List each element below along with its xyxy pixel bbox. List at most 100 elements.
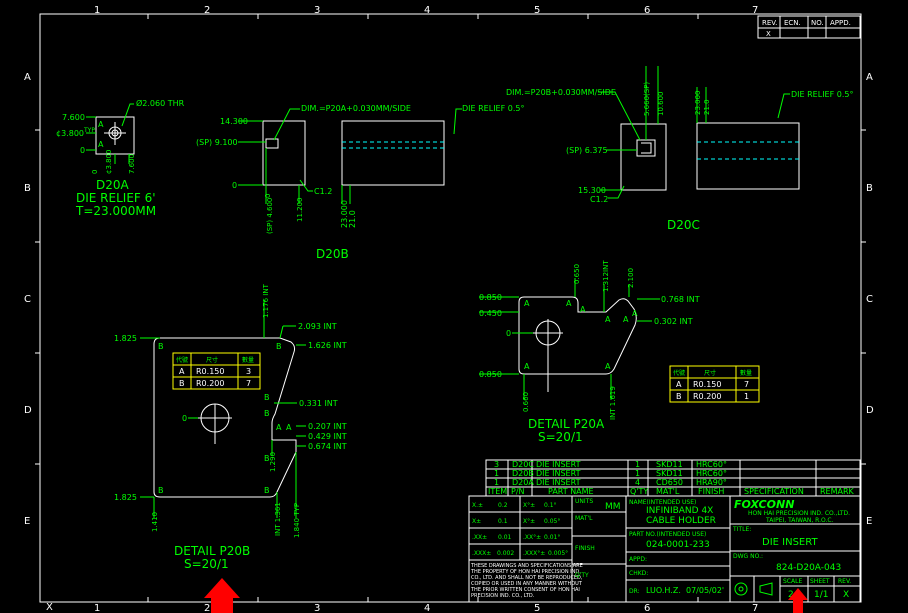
ecn-header: ECN. bbox=[784, 19, 801, 27]
p20b-label-b7: B bbox=[264, 486, 270, 495]
qty-label: Q'TY bbox=[575, 572, 589, 579]
tol-x-v: 0.2 bbox=[498, 502, 508, 509]
bom-h-matl: MAT'L bbox=[656, 487, 680, 496]
name-label: NAME(INTENDED USE) bbox=[629, 499, 696, 506]
rt20a-h2: 數量 bbox=[740, 369, 752, 377]
d20c-dim-6375: (SP) 6.375 bbox=[566, 146, 608, 155]
d20a-note1: DIE RELIEF 6' bbox=[76, 191, 156, 205]
scale-label: SCALE bbox=[783, 578, 802, 585]
p20a-dim-0650-top: 0.650 bbox=[573, 264, 581, 284]
p20a-dim-zero: 0 bbox=[506, 329, 511, 338]
company-line1: HON HAI PRECISION IND. CO.,LTD. bbox=[748, 510, 850, 517]
rt20b-h1: 尺寸 bbox=[206, 356, 218, 364]
dr-date: 07/05/02' bbox=[686, 586, 724, 595]
p20a-dim-2100: 2.100 bbox=[627, 268, 635, 288]
bom-r0-name: DIE INSERT bbox=[536, 460, 581, 469]
bom-r2-matl: CD650 bbox=[656, 478, 683, 487]
foxconn-logo: FOXCONN bbox=[734, 498, 794, 511]
rt20a-r0c1: R0.150 bbox=[693, 380, 721, 389]
bom-h-name: PART NAME bbox=[548, 487, 594, 496]
zone-col-1-bottom: 1 bbox=[94, 603, 100, 613]
p20b-title: DETAIL P20B bbox=[174, 544, 250, 558]
d20b-dim-11200: 11.200 bbox=[296, 198, 304, 223]
radius-table-p20a: 代號 尺寸 數量 A R0.150 7 B R0.200 1 bbox=[669, 365, 760, 403]
p20b-label-a2: A bbox=[286, 423, 292, 432]
ang-xxxx: .XXX°± bbox=[523, 550, 545, 557]
tol-xxx: .XX± bbox=[472, 534, 487, 541]
p20b-dim-1626: 1.626 INT bbox=[308, 341, 347, 350]
zone-col-2-bottom: 2 bbox=[204, 603, 210, 613]
d20b-dim-14300: 14.300 bbox=[220, 117, 248, 126]
p20a-label-a1: A bbox=[524, 299, 530, 308]
bom-h-qty: Q'TY bbox=[630, 487, 648, 496]
ang-xxx-v: 0.01° bbox=[544, 534, 560, 541]
rt20b-r0c0: A bbox=[179, 367, 185, 376]
radius-table-p20b: 代號 尺寸 數量 A R0.150 3 B R0.200 7 bbox=[172, 352, 261, 390]
p20a-label-a7: A bbox=[605, 362, 611, 371]
d20b-dim-210: 21.0 bbox=[348, 210, 357, 228]
proprietary-notice: THESE DRAWINGS AND SPECIFICATIONS ARE TH… bbox=[470, 563, 584, 599]
rt20a-r1c0: B bbox=[676, 392, 682, 401]
zone-col-6-bottom: 6 bbox=[644, 603, 650, 613]
d20a-dim-zero: 0 bbox=[80, 146, 85, 155]
zone-col-6: 6 bbox=[644, 5, 650, 16]
bom-r1-name: DIE INSERT bbox=[536, 469, 581, 478]
p20b-dim-1840: 1.840 TYP bbox=[293, 503, 301, 538]
rev-header: REV. bbox=[762, 19, 777, 27]
zone-col-3-bottom: 3 bbox=[314, 603, 320, 613]
drawing-title: DIE INSERT bbox=[762, 537, 818, 548]
p20b-label-b1: B bbox=[158, 342, 164, 351]
bom-r2-pn: D20A bbox=[512, 478, 534, 487]
bom-h-remark: REMARK bbox=[820, 487, 855, 496]
rt20b-r1c0: B bbox=[179, 379, 185, 388]
p20b-label-a1: A bbox=[276, 423, 282, 432]
dwg-number: 824-D20A-043 bbox=[776, 563, 841, 573]
part-no: 024-0001-233 bbox=[646, 540, 710, 550]
units-value: MM bbox=[605, 502, 621, 512]
bom-r0-item: 3 bbox=[494, 460, 499, 469]
projection-symbol-icon bbox=[734, 582, 773, 596]
bom-r1-pn: D20B bbox=[512, 469, 534, 478]
bom-r0-qty: 1 bbox=[635, 460, 640, 469]
p20b-dim-0429: 0.429 INT bbox=[308, 432, 347, 441]
finish-label: FINISH bbox=[575, 545, 595, 552]
d20c-dim-23000: 23.000 bbox=[694, 91, 702, 116]
d20b-dim-9100: (SP) 9.100 bbox=[196, 138, 238, 147]
zone-row-a: A bbox=[24, 72, 31, 83]
appd-label: APPD: bbox=[629, 556, 647, 563]
d20b-dim-zero: 0 bbox=[232, 181, 237, 190]
p20a-dim-0660: 0.660 bbox=[522, 392, 530, 412]
d20b-dim-zero-b: 0 bbox=[264, 194, 272, 198]
ang-xx: X°± bbox=[523, 518, 535, 525]
rev-value: X bbox=[766, 30, 771, 38]
tol-xxxx-v: 0.002 bbox=[497, 550, 514, 557]
bom-r0-pn: D20C bbox=[512, 460, 534, 469]
zone-col-5-bottom: 5 bbox=[534, 603, 540, 613]
rt20a-r1c1: R0.200 bbox=[693, 392, 721, 401]
zone-row-d-right: D bbox=[866, 405, 874, 416]
p20a-dim-0768: 0.768 INT bbox=[661, 295, 700, 304]
d20a-dim-zero-b: 0 bbox=[91, 170, 99, 174]
units-label: UNITS bbox=[575, 498, 593, 505]
red-arrow-marker-left bbox=[204, 578, 240, 613]
p20b-dim-1825-top: 1.825 bbox=[114, 334, 137, 343]
p20b-label-b3: B bbox=[276, 342, 282, 351]
rt20a-r0c0: A bbox=[676, 380, 682, 389]
d20a-thr-dim: Ø2.060 THR bbox=[136, 98, 185, 108]
tol-x: X.± bbox=[472, 502, 483, 509]
rt20b-r0c2: 3 bbox=[246, 367, 251, 376]
p20a-dim-1619: INT 1.619 bbox=[609, 386, 617, 420]
bom-r0-finish: HRC60° bbox=[696, 460, 727, 469]
d20c-dim-relief: DIE RELIEF 0.5° bbox=[791, 90, 853, 99]
zone-labels: 1 2 3 4 5 6 7 1 2 3 4 5 6 7 X A B C D E … bbox=[24, 5, 874, 613]
p20b-dim-1410: 1.410 bbox=[151, 512, 159, 532]
view-d20a: Ø2.060 THR 7.600 ¢3.800 TYP 0 A A ¢3.800… bbox=[56, 98, 185, 218]
bom-r2-finish: HRA90° bbox=[696, 478, 727, 487]
name-line1: INFINIBAND 4X bbox=[646, 506, 713, 516]
p20a-dim-0302: 0.302 INT bbox=[654, 317, 693, 326]
p20a-scale: S=20/1 bbox=[538, 430, 583, 444]
rt20b-r1c1: R0.200 bbox=[196, 379, 224, 388]
rt20b-h2: 數量 bbox=[242, 356, 254, 364]
bom-h-pn: P/N bbox=[511, 487, 525, 496]
chkd-label: CHKD: bbox=[629, 570, 648, 577]
